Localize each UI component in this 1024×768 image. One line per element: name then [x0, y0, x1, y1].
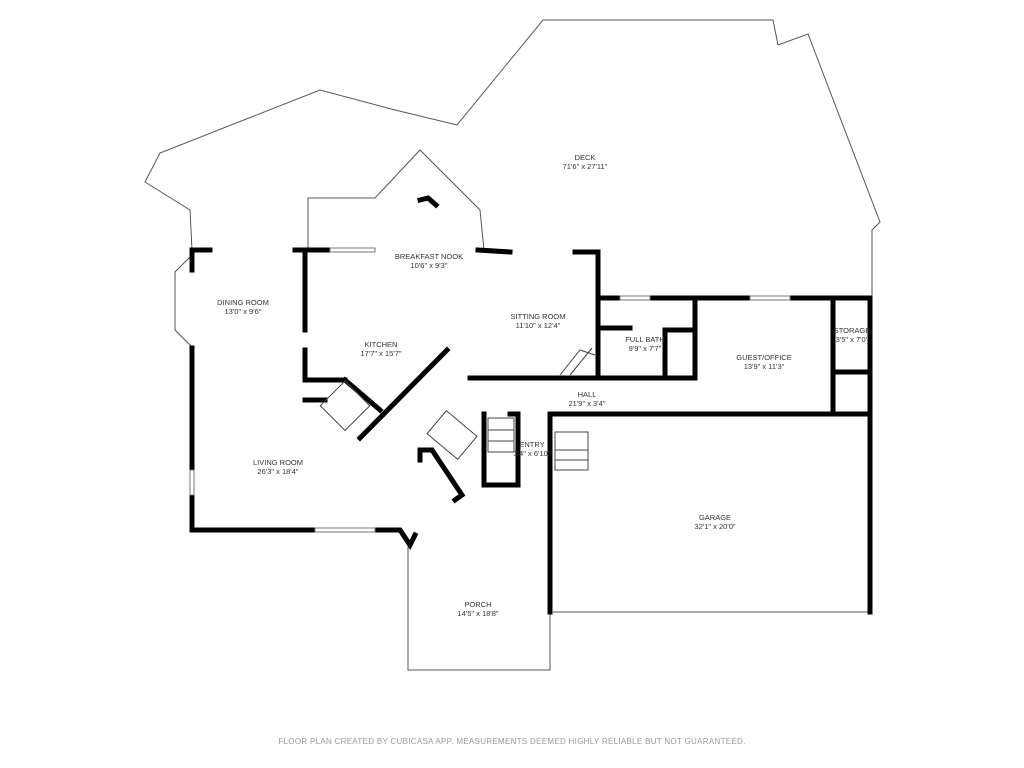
room-size: 71'6" x 27'11" [563, 162, 608, 171]
room-labels: DECK 71'6" x 27'11" BREAKFAST NOOK 10'6"… [217, 153, 870, 618]
room-size: 26'3" x 18'4" [257, 467, 298, 476]
room-size: 9'9" x 7'7" [629, 344, 662, 353]
room-name: HALL [578, 390, 597, 399]
room-size: 21'9" x 3'4" [569, 399, 606, 408]
room-name: KITCHEN [365, 340, 398, 349]
room-name: DECK [575, 153, 596, 162]
stairs [319, 347, 596, 471]
room-size: 17'7" x 15'7" [360, 349, 401, 358]
walls [189, 195, 873, 615]
footer-disclaimer: FLOOR PLAN CREATED BY CUBICASA APP. MEAS… [278, 737, 746, 746]
room-name: LIVING ROOM [253, 458, 303, 467]
porch-outline [407, 545, 551, 671]
room-name: GUEST/OFFICE [736, 353, 791, 362]
room-name: BREAKFAST NOOK [395, 252, 463, 261]
room-size: 13'0" x 9'6" [225, 307, 262, 316]
room-name: PORCH [464, 600, 491, 609]
room-name: DINING ROOM [217, 298, 269, 307]
room-name: FULL BATH [625, 335, 665, 344]
windows [189, 247, 791, 533]
room-name: STORAGE [834, 326, 871, 335]
room-size: 32'1" x 20'0" [694, 522, 735, 531]
room-size: 3'4" x 6'10" [514, 449, 551, 458]
room-name: ENTRY [519, 440, 544, 449]
deck-outline [144, 19, 881, 298]
room-name: GARAGE [699, 513, 731, 522]
room-size: 14'5" x 18'8" [457, 609, 498, 618]
room-size: 13'9" x 11'3" [744, 362, 785, 371]
room-size: 11'10" x 12'4" [516, 321, 561, 330]
room-size: 10'6" x 9'3" [411, 261, 448, 270]
bay-window [174, 254, 193, 348]
room-size: 3'5" x 7'0" [836, 335, 869, 344]
room-name: SITTING ROOM [511, 312, 566, 321]
nook-outline [307, 149, 485, 251]
